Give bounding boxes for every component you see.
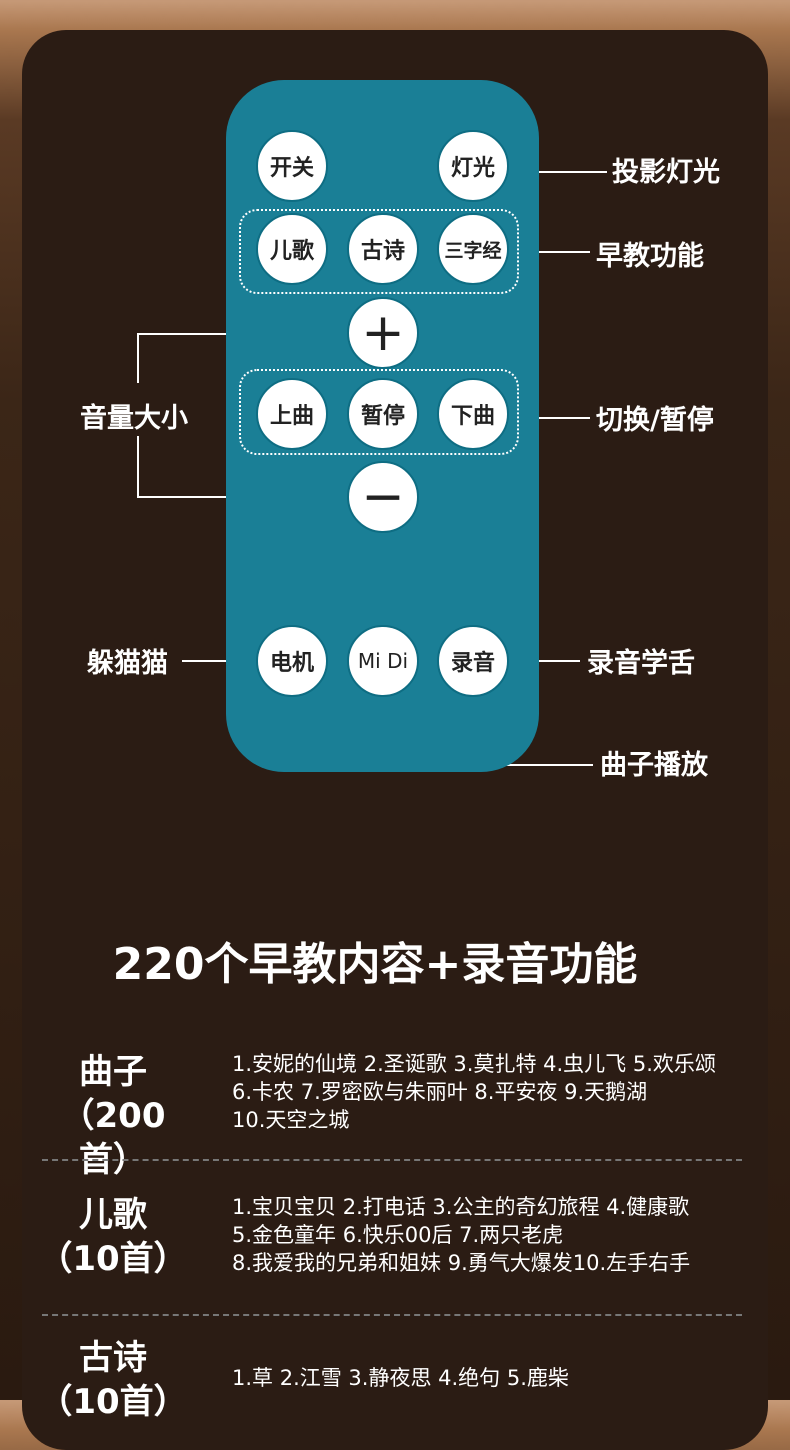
section-count: （10首） [38, 1239, 188, 1279]
section-divider [42, 1314, 742, 1316]
volume-connector-vertical-bottom [137, 436, 139, 498]
section-name: 儿歌 [79, 1195, 147, 1235]
projection-callout: 投影灯光 [612, 157, 720, 188]
nursery-rhyme-label: 儿歌 [269, 239, 314, 264]
power-button-label: 开关 [269, 156, 314, 181]
section-count: （10首） [38, 1382, 188, 1422]
section-name: 古诗 [79, 1338, 147, 1378]
volume-connector-vertical-top [137, 333, 139, 383]
motor-button[interactable]: 电机 [256, 625, 328, 697]
list-line: 8.我爱我的兄弟和姐妹 9.勇气大爆发10.左手右手 [232, 1251, 691, 1275]
previous-track-button[interactable]: 上曲 [256, 378, 328, 450]
plus-icon: + [361, 303, 405, 363]
record-connector [512, 660, 580, 662]
section-title: 儿歌 （10首） [38, 1193, 188, 1281]
section-title: 古诗 （10首） [38, 1336, 188, 1424]
pause-button[interactable]: 暂停 [347, 378, 419, 450]
record-label: 录音 [450, 651, 495, 676]
three-character-classic-button[interactable]: 三字经 [437, 213, 509, 285]
pause-label: 暂停 [360, 404, 405, 429]
record-button[interactable]: 录音 [437, 625, 509, 697]
section-list: 1.宝贝宝贝 2.打电话 3.公主的奇幻旅程 4.健康歌 5.金色童年 6.快乐… [232, 1193, 762, 1277]
record-callout: 录音学舌 [587, 648, 695, 679]
minus-icon: − [361, 467, 405, 527]
section-list: 1.草 2.江雪 3.静夜思 4.绝句 5.鹿柴 [232, 1364, 762, 1392]
midi-label: Mi Di [357, 649, 409, 673]
playback-button-group [239, 369, 519, 455]
motor-label: 电机 [269, 651, 314, 676]
section-divider [42, 1159, 742, 1161]
peekaboo-connector [182, 660, 252, 662]
power-button[interactable]: 开关 [256, 130, 328, 202]
nursery-rhyme-button[interactable]: 儿歌 [256, 213, 328, 285]
early-education-connector [520, 251, 590, 253]
songs-callout: 曲子播放 [600, 750, 708, 781]
volume-down-button[interactable]: − [347, 461, 419, 533]
section-name: 曲子 [79, 1052, 147, 1092]
section-title: 曲子 （200首） [38, 1050, 188, 1182]
list-line: 1.安妮的仙境 2.圣诞歌 3.莫扎特 4.虫儿飞 5.欢乐颂 [232, 1052, 716, 1076]
next-track-label: 下曲 [450, 404, 495, 429]
early-education-callout: 早教功能 [596, 241, 704, 272]
three-character-classic-label: 三字经 [444, 239, 502, 262]
list-line: 1.宝贝宝贝 2.打电话 3.公主的奇幻旅程 4.健康歌 [232, 1195, 690, 1219]
section-list: 1.安妮的仙境 2.圣诞歌 3.莫扎特 4.虫儿飞 5.欢乐颂 6.卡农 7.罗… [232, 1050, 762, 1134]
light-button-label: 灯光 [450, 156, 495, 181]
section-count: （200首） [60, 1096, 166, 1180]
switch-pause-connector [520, 417, 590, 419]
volume-callout: 音量大小 [80, 403, 188, 434]
peekaboo-callout: 躲猫猫 [87, 648, 168, 679]
list-line: 5.金色童年 6.快乐00后 7.两只老虎 [232, 1223, 564, 1247]
list-line: 1.草 2.江雪 3.静夜思 4.绝句 5.鹿柴 [232, 1366, 569, 1390]
list-line: 6.卡农 7.罗密欧与朱丽叶 8.平安夜 9.天鹅湖 [232, 1080, 648, 1104]
ancient-poem-label: 古诗 [360, 239, 405, 264]
midi-button[interactable]: Mi Di [347, 625, 419, 697]
content-heading: 220个早教内容+录音功能 [112, 939, 638, 990]
list-line: 10.天空之城 [232, 1108, 350, 1132]
next-track-button[interactable]: 下曲 [437, 378, 509, 450]
projection-connector [510, 171, 607, 173]
light-button[interactable]: 灯光 [437, 130, 509, 202]
volume-up-button[interactable]: + [347, 297, 419, 369]
previous-track-label: 上曲 [269, 404, 314, 429]
ancient-poem-button[interactable]: 古诗 [347, 213, 419, 285]
switch-pause-callout: 切换/暂停 [596, 405, 714, 436]
learning-button-group [239, 209, 519, 294]
